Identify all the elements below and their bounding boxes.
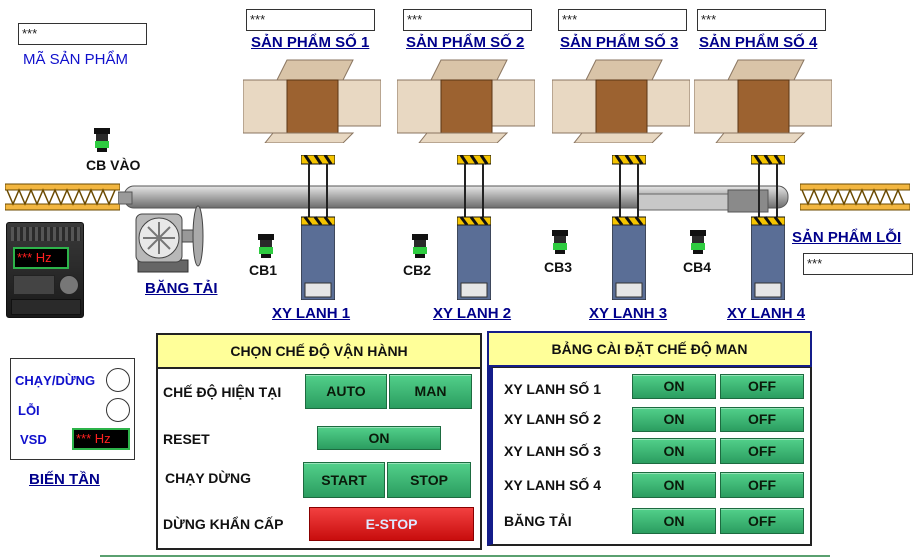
man-row-1-label: XY LANH SỐ 1 xyxy=(504,381,601,397)
product-1-count: *** xyxy=(246,9,375,31)
cylinder-1-label[interactable]: XY LANH 1 xyxy=(272,305,351,322)
bottom-divider xyxy=(100,555,830,557)
man-row-5-label: BĂNG TẢI xyxy=(504,513,572,529)
defect-count: *** xyxy=(803,253,913,275)
man-row-1-off[interactable]: OFF xyxy=(720,374,804,399)
reset-button[interactable]: ON xyxy=(317,426,441,450)
sensor-input-icon xyxy=(94,128,110,152)
roller-conveyor-right xyxy=(800,183,910,211)
product-1-label[interactable]: SẢN PHẨM SỐ 1 xyxy=(251,34,370,51)
sensor-cb2-label: CB2 xyxy=(403,262,432,278)
sensor-cb3-icon xyxy=(552,230,568,254)
cylinder-3-label[interactable]: XY LANH 3 xyxy=(589,305,668,322)
man-row-2-label: XY LANH SỐ 2 xyxy=(504,411,601,427)
conveyor-label[interactable]: BĂNG TẢI xyxy=(145,280,218,297)
man-row-3-off[interactable]: OFF xyxy=(720,438,804,464)
cylinder-4 xyxy=(751,155,785,300)
product-box-1 xyxy=(243,59,381,143)
product-2-count: *** xyxy=(403,9,532,31)
man-panel-title: BẢNG CÀI ĐẶT CHẾ ĐỘ MAN xyxy=(487,331,812,367)
cylinder-1 xyxy=(301,155,335,300)
estop-button[interactable]: E-STOP xyxy=(309,507,474,541)
product-box-4 xyxy=(694,59,832,143)
vfd-keypad xyxy=(13,275,55,295)
vsd-label: VSD xyxy=(20,432,47,447)
sensor-cb2-icon xyxy=(412,234,428,258)
product-3-label[interactable]: SẢN PHẨM SỐ 3 xyxy=(560,34,679,51)
product-4-count: *** xyxy=(697,9,826,31)
sensor-cb3-label: CB3 xyxy=(544,259,573,275)
cylinder-4-label[interactable]: XY LANH 4 xyxy=(727,305,806,322)
vsd-frequency-display: *** Hz xyxy=(72,428,130,450)
man-row-3-on[interactable]: ON xyxy=(632,438,716,464)
stop-button[interactable]: STOP xyxy=(387,462,471,498)
sensor-cb4-label: CB4 xyxy=(683,259,712,275)
vfd-device: *** Hz xyxy=(6,222,84,318)
vfd-run-lamp xyxy=(106,368,130,392)
defect-label[interactable]: SẢN PHẨM LỖI xyxy=(792,229,902,246)
vfd-error-lamp xyxy=(106,398,130,422)
vfd-dial xyxy=(59,275,79,295)
man-row-2-off[interactable]: OFF xyxy=(720,407,804,432)
vfd-frequency-display: *** Hz xyxy=(13,247,69,269)
man-button[interactable]: MAN xyxy=(389,374,472,409)
man-row-5-on[interactable]: ON xyxy=(632,508,716,534)
product-box-2 xyxy=(397,59,535,143)
man-row-4-label: XY LANH SỐ 4 xyxy=(504,477,601,493)
man-row-4-off[interactable]: OFF xyxy=(720,472,804,498)
reset-label: RESET xyxy=(163,431,210,447)
estop-label: DỪNG KHẨN CẤP xyxy=(163,516,284,532)
sensor-cb4-icon xyxy=(690,230,706,254)
vfd-run-label: CHẠY/DỪNG xyxy=(15,373,96,388)
man-row-4-on[interactable]: ON xyxy=(632,472,716,498)
man-row-5-off[interactable]: OFF xyxy=(720,508,804,534)
sensor-cb1-label: CB1 xyxy=(249,262,278,278)
sensor-cb1-icon xyxy=(258,234,274,258)
vfd-label[interactable]: BIẾN TẦN xyxy=(29,471,100,488)
product-4-label[interactable]: SẢN PHẨM SỐ 4 xyxy=(699,34,818,51)
start-button[interactable]: START xyxy=(303,462,385,498)
product-code-display: *** xyxy=(18,23,147,45)
man-row-2-on[interactable]: ON xyxy=(632,407,716,432)
cylinder-2 xyxy=(457,155,491,300)
vfd-vent xyxy=(11,227,81,241)
cylinder-2-label[interactable]: XY LANH 2 xyxy=(433,305,512,322)
vfd-base xyxy=(11,299,81,315)
cylinder-3 xyxy=(612,155,646,300)
man-row-3-label: XY LANH SỐ 3 xyxy=(504,443,601,459)
vfd-error-label: LỖI xyxy=(18,403,40,418)
sensor-input-label: CB VÀO xyxy=(86,157,141,173)
man-row-1-on[interactable]: ON xyxy=(632,374,716,399)
conveyor-motor xyxy=(135,205,204,273)
product-box-3 xyxy=(552,59,690,143)
product-3-count: *** xyxy=(558,9,687,31)
mode-panel-title: CHỌN CHẾ ĐỘ VẬN HÀNH xyxy=(156,333,482,369)
current-mode-label: CHẾ ĐỘ HIỆN TẠI xyxy=(163,384,282,400)
product-2-label[interactable]: SẢN PHẨM SỐ 2 xyxy=(406,34,525,51)
auto-button[interactable]: AUTO xyxy=(305,374,387,409)
product-code-label: MÃ SẢN PHẨM xyxy=(23,51,129,68)
roller-conveyor-left xyxy=(5,183,120,211)
run-stop-label: CHẠY DỪNG xyxy=(165,470,252,486)
